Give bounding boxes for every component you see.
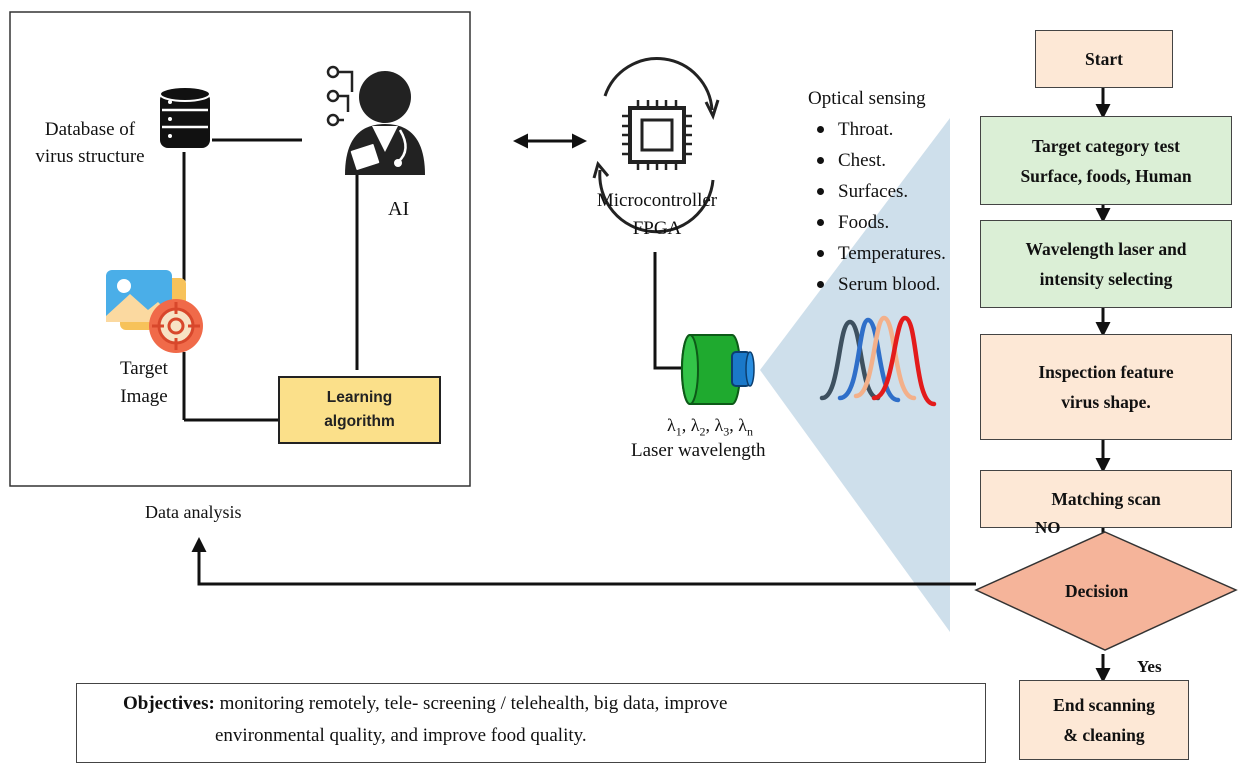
sensing-item: Chest.: [815, 145, 946, 176]
data-analysis-panel: [9, 11, 471, 487]
ai-doctor-icon: [326, 65, 425, 175]
optical-sensing-title: Optical sensing: [808, 88, 926, 109]
objectives-line2: environmental quality, and improve food …: [215, 725, 587, 746]
ai-label: AI: [388, 198, 410, 220]
curve-4: [871, 315, 937, 407]
sensing-item: Throat.: [815, 114, 946, 145]
target-image-icon: [106, 270, 203, 353]
chip-icon: [592, 57, 720, 234]
objectives-box: Objectives: monitoring remotely, tele- s…: [76, 683, 986, 763]
sensing-item: Foods.: [815, 207, 946, 238]
learning-algorithm-box: Learning algorithm: [278, 376, 441, 444]
end-box: End scanning & cleaning: [1019, 680, 1189, 760]
inspection-box: Inspection feature virus shape.: [980, 334, 1232, 440]
target-category-box: Target category test Surface, foods, Hum…: [980, 116, 1232, 205]
data-analysis-caption: Data analysis: [145, 502, 242, 522]
start-box: Start: [1035, 30, 1173, 88]
laser-wavelengths: λ1, λ2, λ3, λn: [667, 415, 753, 439]
microcontroller-label: Microcontroller FPGA: [596, 190, 718, 239]
no-feedback-arrow: [191, 537, 976, 586]
optical-sensing-list: Throat. Chest. Surfaces. Foods. Temperat…: [815, 114, 946, 300]
sensing-item: Serum blood.: [815, 269, 946, 300]
laser-label: Laser wavelength: [631, 440, 766, 461]
sensing-item: Temperatures.: [815, 238, 946, 269]
objectives-line1: monitoring remotely, tele- screening / t…: [219, 693, 728, 714]
controller-laser-wire: [653, 252, 682, 370]
target-image-label: Target Image: [120, 358, 168, 407]
matching-scan-box: Matching scan: [980, 470, 1232, 528]
yes-label: Yes: [1137, 657, 1162, 676]
database-icon: [159, 86, 211, 148]
spectral-curves: [819, 315, 937, 407]
objectives-heading: Objectives:: [123, 693, 215, 714]
decision-label: Decision: [1065, 581, 1129, 601]
laser-icon: [680, 334, 755, 405]
decision-diamond: [974, 531, 1238, 651]
curve-3: [853, 315, 917, 401]
sensing-item: Surfaces.: [815, 176, 946, 207]
wavelength-select-box: Wavelength laser and intensity selecting: [980, 220, 1232, 308]
database-label: Database of virus structure: [35, 119, 145, 167]
panel-connectors: [182, 138, 359, 422]
no-label: NO: [1035, 518, 1061, 537]
